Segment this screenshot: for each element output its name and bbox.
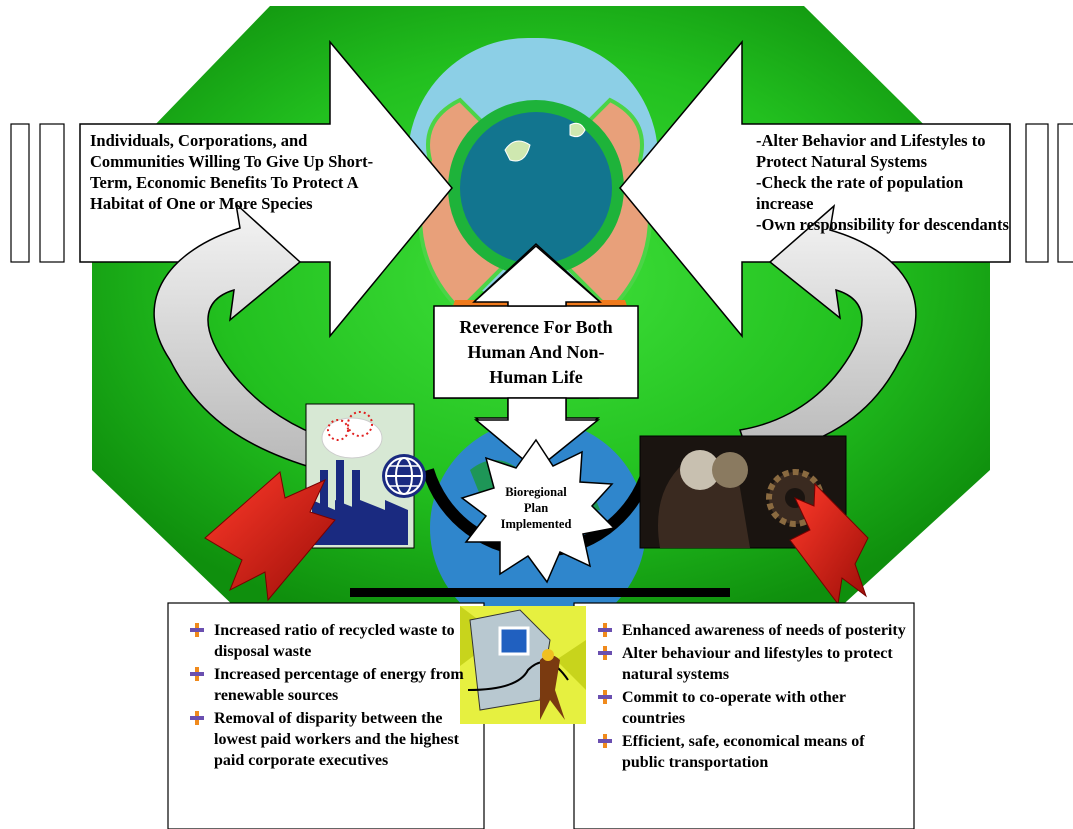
left-arrow-text: Individuals, Corporations, and Communiti… [90, 131, 374, 213]
earth-in-hands-icon [408, 38, 658, 330]
right-white-arrow [619, 39, 1011, 339]
right-red-arrow [789, 482, 869, 606]
bullet-cross-icon [598, 690, 612, 704]
center-text-box [433, 305, 639, 399]
right-arrow-line-1: -Alter Behavior and Lifestyles to Protec… [756, 131, 986, 171]
bullet-cross-icon [598, 734, 612, 748]
center-box-text: Reverence For Both Human And Non-Human L… [459, 317, 613, 387]
list-item: Alter behaviour and lifestyles to protec… [588, 643, 908, 685]
bullet-cross-icon [598, 646, 612, 660]
left-bottom-box [167, 602, 485, 829]
bullet-cross-icon [598, 623, 612, 637]
bullet-cross-icon [190, 667, 204, 681]
left-side-bars [10, 123, 65, 263]
burst-text: Bioregional Plan Implemented [500, 485, 572, 531]
list-item: Enhanced awareness of needs of posterity [588, 620, 908, 641]
left-red-arrow [204, 471, 336, 602]
list-item: Increased ratio of recycled waste to dis… [180, 620, 470, 662]
globe-icon [382, 454, 426, 498]
right-bottom-box [573, 602, 915, 829]
bullet-cross-icon [190, 711, 204, 725]
computer-icon [460, 606, 586, 724]
left-curved-arrow [153, 201, 331, 471]
bullet-cross-icon [190, 623, 204, 637]
right-arrow-line-3: -Own responsibility for descendants [756, 215, 1009, 234]
bioregional-burst [460, 438, 616, 584]
right-bottom-list: Enhanced awareness of needs of posterity… [588, 620, 908, 775]
left-bottom-list: Increased ratio of recycled waste to dis… [180, 620, 470, 773]
right-arrow-text: -Alter Behavior and Lifestyles to Protec… [756, 130, 1016, 235]
left-white-arrow [79, 39, 453, 339]
list-item: Efficient, safe, economical means of pub… [588, 731, 908, 773]
list-item: Removal of disparity between the lowest … [180, 708, 470, 771]
right-side-bars [1025, 123, 1073, 263]
black-base-bar [350, 588, 730, 597]
list-item: Increased percentage of energy from rene… [180, 664, 470, 706]
list-item: Commit to co-operate with other countrie… [588, 687, 908, 729]
right-arrow-line-2: -Check the rate of population increase [756, 173, 964, 213]
